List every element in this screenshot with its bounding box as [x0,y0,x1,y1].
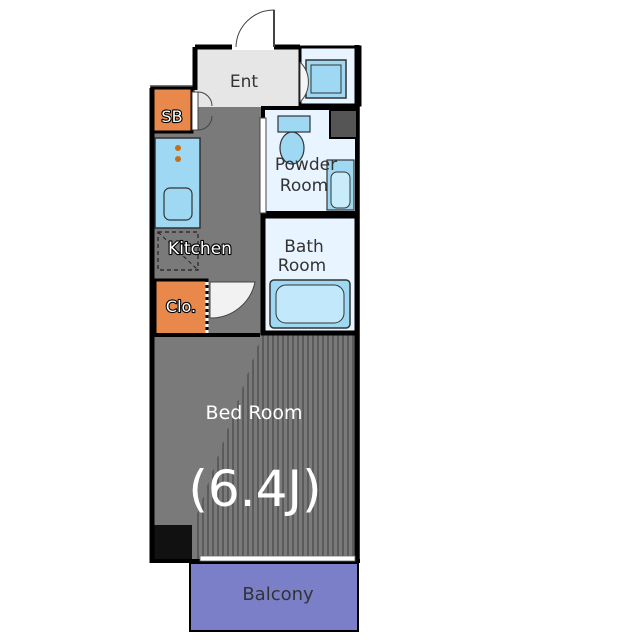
powder-room-label-line1: Powder [275,155,337,175]
bathtub-icon [269,279,351,329]
bedroom-floor-texture [195,335,360,560]
door-swing-icon [209,281,256,319]
sink-icon [163,187,193,221]
door-swing-icon [232,9,275,50]
balcony-label: Balcony [242,584,314,605]
sink-icon [326,159,355,211]
entrance-area [195,47,300,107]
entrance-label: Ent [230,72,259,92]
washing-machine-icon [305,59,347,99]
bedroom-label: Bed Room [206,402,303,424]
stove-icon [175,145,181,162]
structural-column [150,525,192,563]
toilet-icon [277,115,311,165]
door-swing-icon [191,91,213,131]
closet-label: Clo. [166,297,196,316]
bath-room-label-line2: Room [278,256,326,276]
bath-room-label-line1: Bath [284,237,324,257]
door-swing-icon [299,61,309,103]
refrigerator-space-icon [157,231,199,271]
kitchen-label: Kitchen [168,239,232,259]
balcony [189,562,359,632]
bedroom-size-label: (6.4J) [188,460,321,518]
powder-room-label-line2: Room [280,176,328,196]
shoe-box-label: SB [161,107,182,126]
